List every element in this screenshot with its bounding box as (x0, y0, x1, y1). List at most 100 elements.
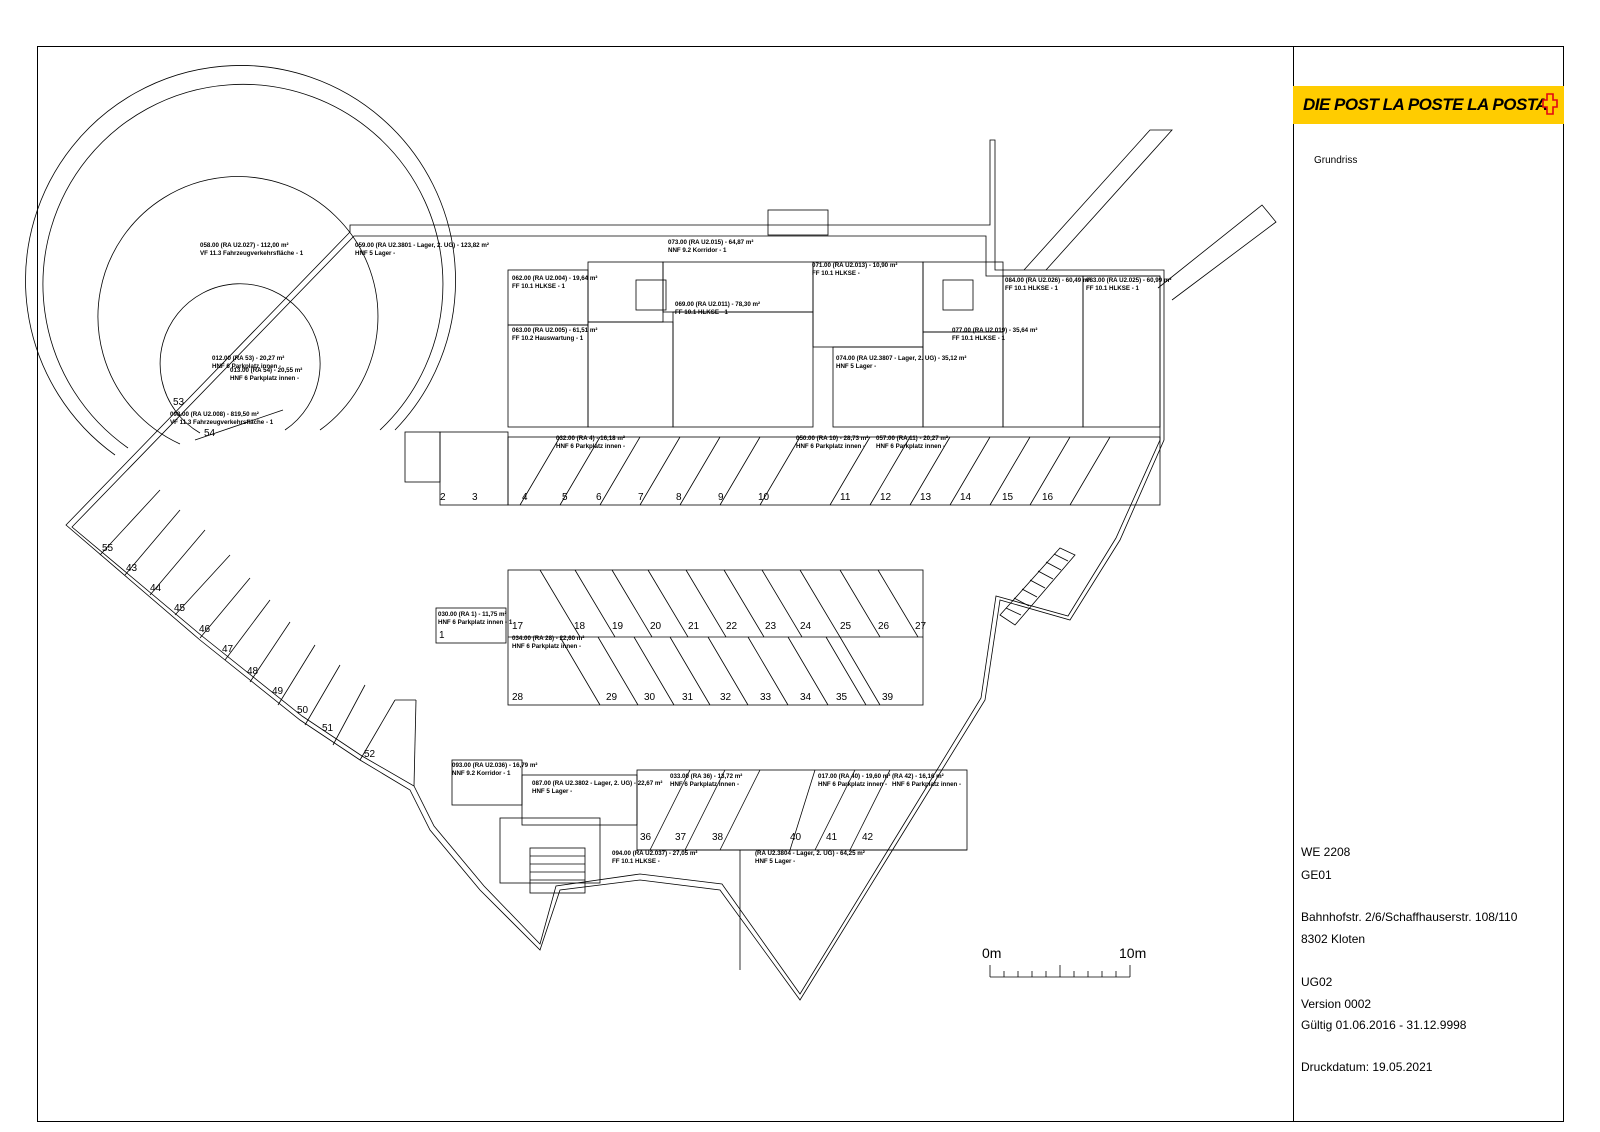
room-label-title: 057.00 (RA 11) - 20,27 m² (876, 435, 948, 442)
parking-space-number: 13 (920, 492, 932, 503)
parking-space-number: 5 (562, 492, 568, 503)
parking-dividers-mid (539, 569, 919, 706)
parking-space-number: 35 (836, 692, 848, 703)
parking-space-number: 24 (800, 621, 812, 632)
parking-space-number: 37 (675, 832, 687, 843)
parking-space-number: 43 (126, 563, 138, 574)
parking-space-number: 4 (522, 492, 528, 503)
address-line-1: Bahnhofstr. 2/6/Schaffhauserstr. 108/110 (1301, 910, 1518, 924)
parking-space-number: 10 (758, 492, 770, 503)
parking-space-number: 54 (204, 428, 216, 439)
room-label-title: 077.00 (RA U2.019) - 35,64 m² (952, 327, 1037, 334)
parking-space-number: 26 (878, 621, 890, 632)
room-label-usage: FF 10.1 HLKSE - (812, 270, 860, 277)
floor-label: UG02 (1301, 975, 1333, 989)
parking-space-number: 23 (765, 621, 777, 632)
parking-space-number: 19 (612, 621, 624, 632)
parking-space-number: 25 (840, 621, 852, 632)
room-label-usage: HNF 5 Lager - (836, 363, 876, 370)
stair-lines (530, 855, 585, 881)
room-label-usage: NNF 9.2 Korridor - 1 (668, 247, 727, 254)
room-label-title: (RA U2.3804 - Lager, 2. UG) - 64,25 m² (755, 850, 865, 857)
drawing-frame (37, 46, 1564, 1122)
parking-space-number: 22 (726, 621, 738, 632)
parking-space-number: 42 (862, 832, 874, 843)
swiss-cross-icon (1542, 93, 1558, 115)
room-label-title: 098.00 (RA U2.008) - 819,50 m² (170, 411, 259, 418)
parking-space-number: 55 (102, 543, 114, 554)
parking-space-number: 6 (596, 492, 602, 503)
room-label-title: (RA 42) - 16,16 m² (892, 773, 944, 780)
parking-space-number: 40 (790, 832, 802, 843)
room-label-title: 012.00 (RA 53) - 20,27 m² (212, 355, 284, 362)
ge-number: GE01 (1301, 868, 1332, 882)
room-label-usage: HNF 6 Parkplatz innen - (230, 375, 299, 382)
parking-space-number: 28 (512, 692, 524, 703)
print-date: Druckdatum: 19.05.2021 (1301, 1060, 1433, 1074)
parking-space-number: 21 (688, 621, 700, 632)
scale-bar (989, 965, 1131, 978)
parking-space-number: 52 (364, 749, 376, 760)
parking-space-number: 29 (606, 692, 618, 703)
parking-space-number: 38 (712, 832, 724, 843)
parking-space-number: 18 (574, 621, 586, 632)
room-label-title: 074.00 (RA U2.3807 - Lager, 2. UG) - 35,… (836, 355, 966, 362)
room-label-usage: HNF 5 Lager - (532, 788, 572, 795)
parking-space-number: 39 (882, 692, 894, 703)
room-label-usage: NNF 9.2 Korridor - 1 (452, 770, 511, 777)
room-label-title: 084.00 (RA U2.026) - 60,49 m² (1005, 277, 1090, 284)
parking-space-number: 9 (718, 492, 724, 503)
room-label-usage: VF 11.3 Fahrzeugverkehrsfläche - 1 (200, 250, 304, 257)
room-label-usage: HNF 6 Parkplatz innen - (876, 443, 945, 450)
parking-dividers-top (519, 436, 1111, 506)
parking-island (507, 569, 924, 706)
room-label-title: 094.00 (RA U2.037) - 27,05 m² (612, 850, 697, 857)
scale-end-label: 10m (1119, 945, 1147, 961)
room-label-usage: VF 11.3 Fahrzeugverkehrsfläche - 1 (170, 419, 274, 426)
parking-space-number: 47 (222, 644, 234, 655)
room-label-usage: HNF 5 Lager - (755, 858, 795, 865)
logo-wordmark: DIE POST LA POSTE LA POSTA (1303, 95, 1548, 114)
room-label-title: 034.00 (RA 28) - 22,60 m² (512, 635, 584, 642)
room-label-usage: FF 10.1 HLKSE - 1 (1005, 285, 1059, 292)
room-label-usage: HNF 6 Parkplatz innen - (796, 443, 865, 450)
parking-space-number: 17 (512, 621, 524, 632)
parking-space-number: 14 (960, 492, 972, 503)
room-label-usage: FF 10.1 HLKSE - 1 (952, 335, 1006, 342)
room-label-title: 069.00 (RA U2.011) - 78,30 m² (675, 301, 760, 308)
parking-space-number: 11 (840, 492, 851, 503)
sheet-title: Grundriss (1314, 155, 1358, 166)
parking-space-number: 41 (826, 832, 838, 843)
we-number: WE 2208 (1301, 845, 1351, 859)
building-outline (65, 139, 1165, 1001)
room-label-usage: HNF 5 Lager - (355, 250, 395, 257)
room-label-title: 017.00 (RA 40) - 19,60 m² (818, 773, 890, 780)
parking-space-number: 31 (682, 692, 694, 703)
parking-space-number: 7 (638, 492, 644, 503)
parking-space-number: 27 (915, 621, 927, 632)
room-label-title: 030.00 (RA 1) - 11,75 m² (438, 611, 507, 618)
room-label-title: 063.00 (RA U2.005) - 61,51 m² (512, 327, 597, 334)
room-label-usage: HNF 6 Parkplatz innen - (212, 363, 281, 370)
post-logo: DIE POST LA POSTE LA POSTA (1293, 86, 1564, 124)
parking-space-number: 1 (439, 630, 445, 641)
circular-ramp (25, 65, 456, 456)
room-label-title: 058.00 (RA U2.027) - 112,00 m² (200, 242, 289, 249)
room-label-usage: FF 10.2 Hauswartung - 1 (512, 335, 584, 342)
parking-space-number: 36 (640, 832, 652, 843)
room-label-usage: FF 10.1 HLKSE - 1 (675, 309, 729, 316)
address-line-2: 8302 Kloten (1301, 932, 1366, 946)
room-label-usage: FF 10.1 HLKSE - 1 (512, 283, 566, 290)
scale-start-label: 0m (982, 945, 1002, 961)
room-label-title: 059.00 (RA U2.3801 - Lager, 2. UG) - 123… (355, 242, 489, 249)
room-label-usage: HNF 6 Parkplatz innen - 1 (438, 619, 513, 626)
parking-space-number: 32 (720, 692, 732, 703)
parking-space-number: 50 (297, 705, 309, 716)
parking-space-number: 45 (174, 603, 186, 614)
parking-space-number: 8 (676, 492, 682, 503)
room-label-usage: FF 10.1 HLKSE - 1 (1086, 285, 1140, 292)
room-label-title: 062.00 (RA U2.004) - 19,64 m² (512, 275, 597, 282)
version-label: Version 0002 (1301, 997, 1372, 1011)
